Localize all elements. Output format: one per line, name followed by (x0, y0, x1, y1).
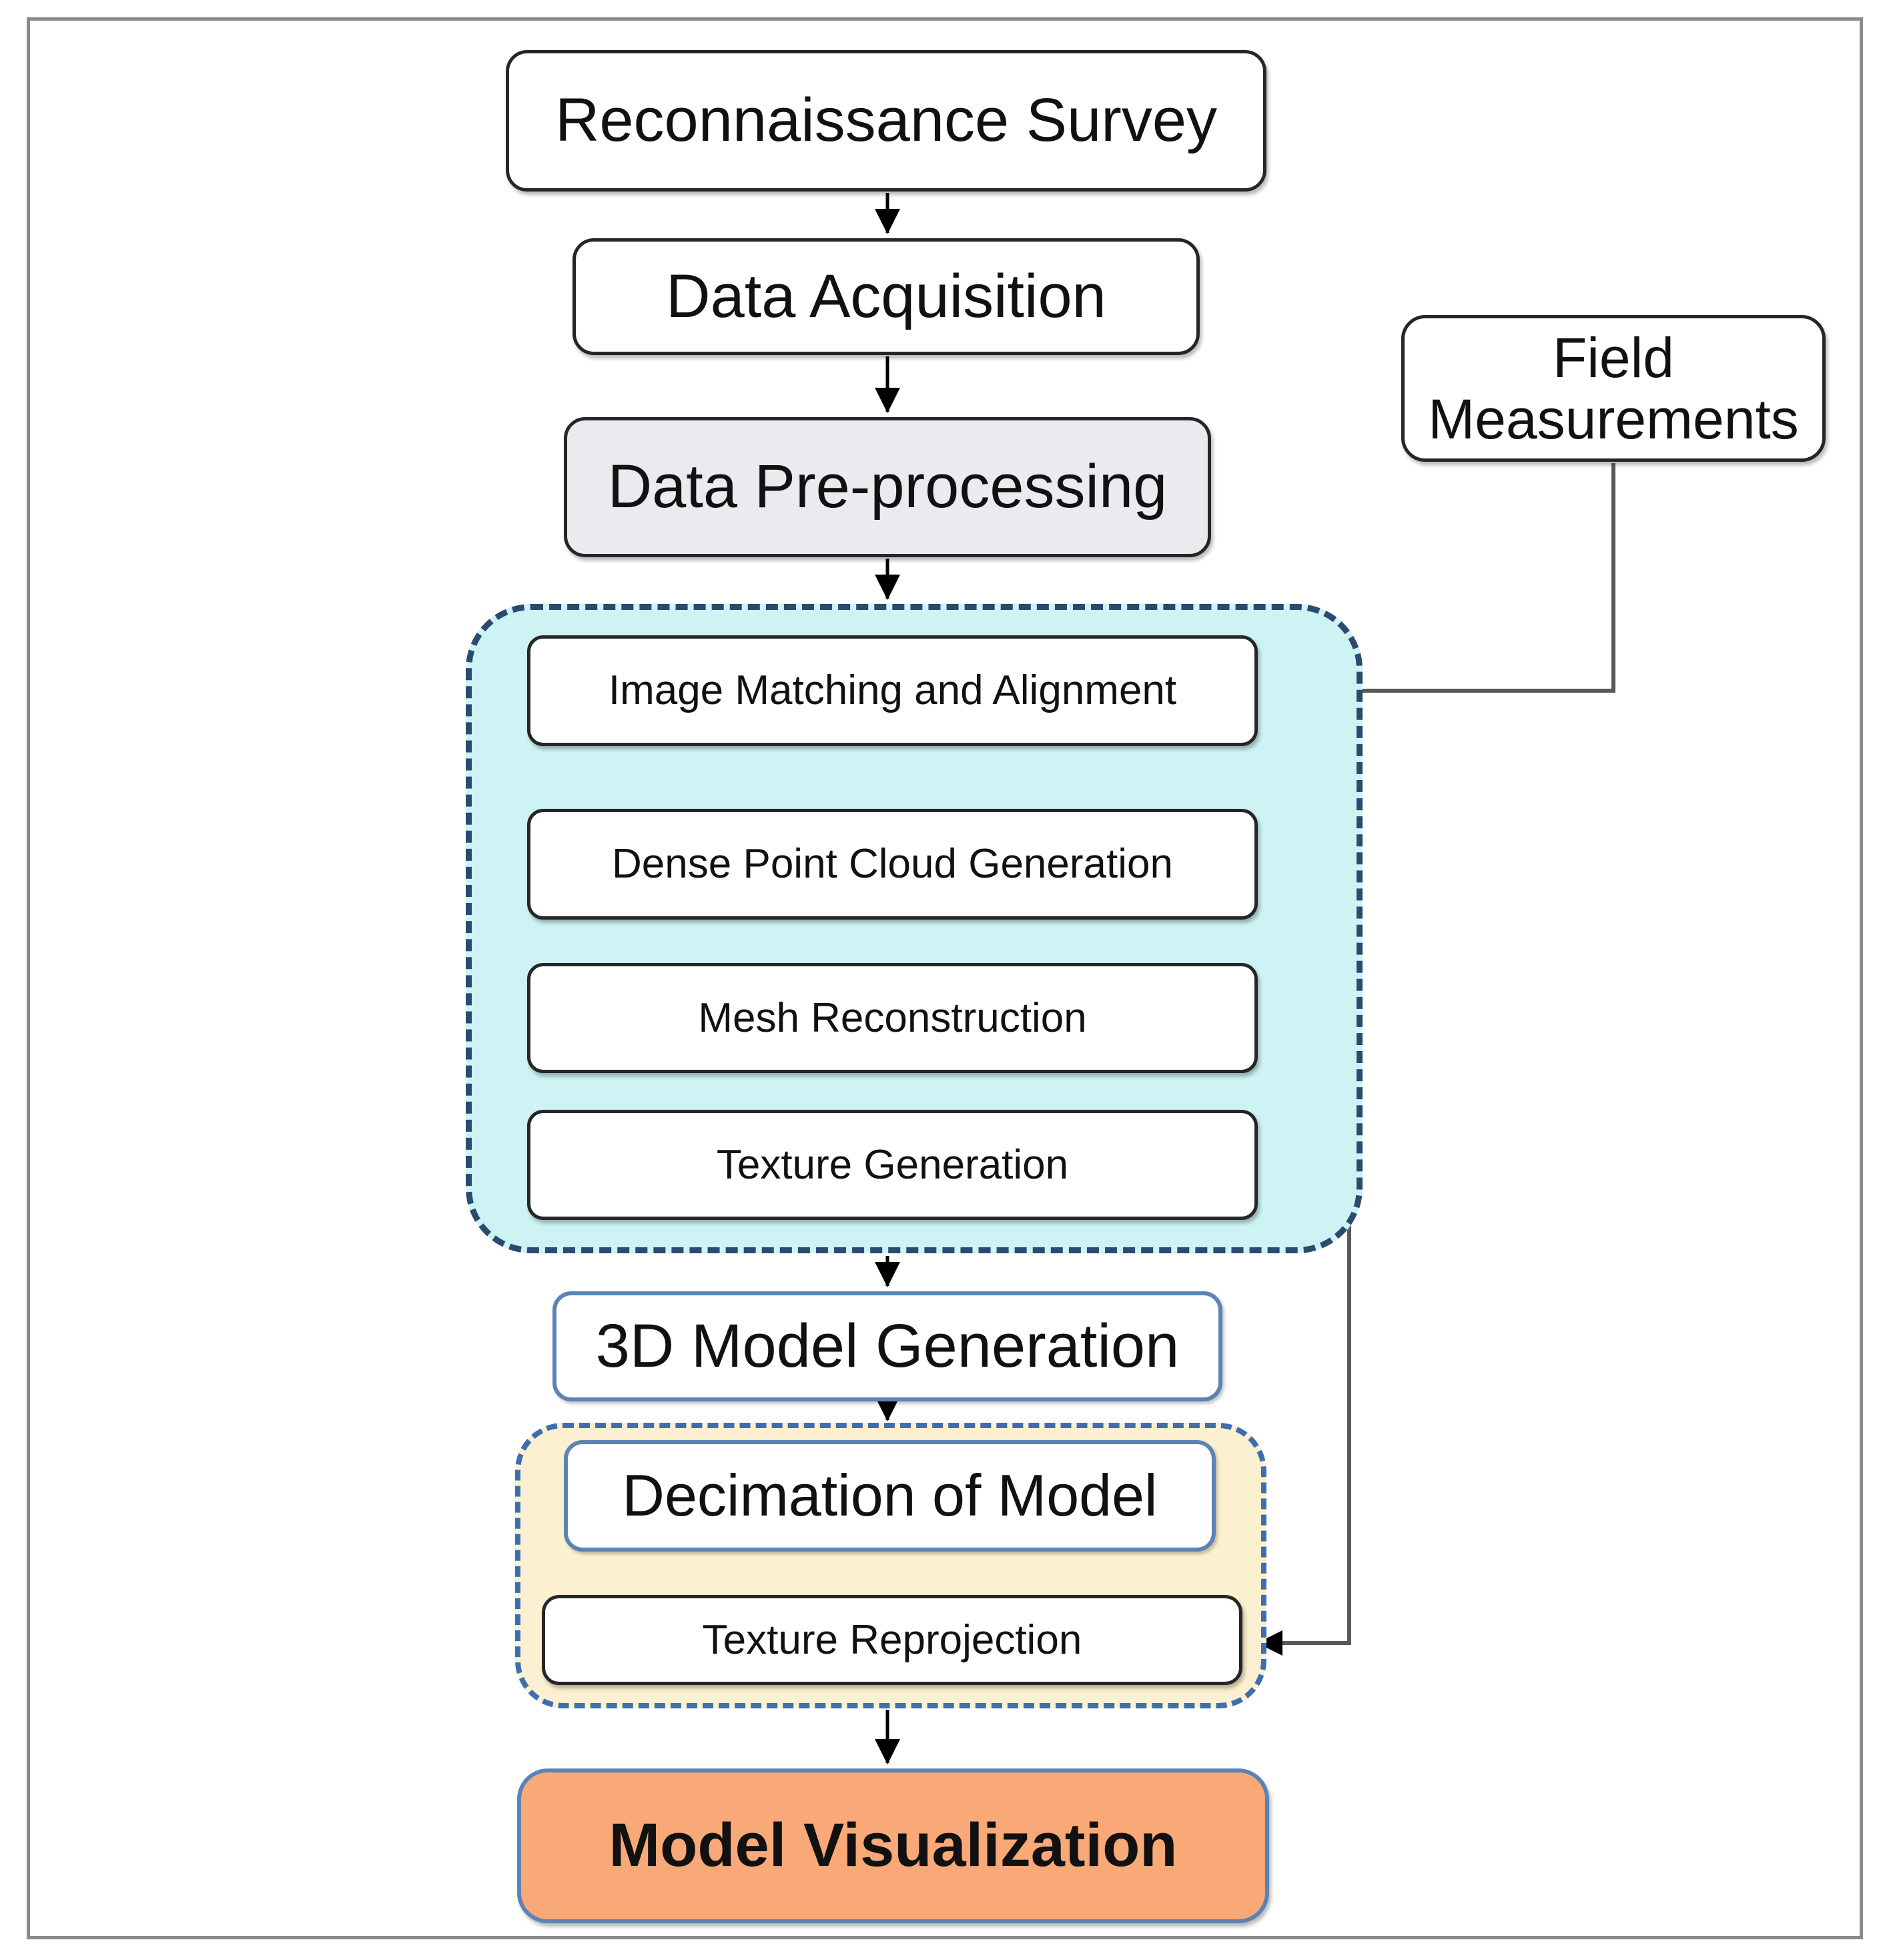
node-mesh-reconstruction: Mesh Reconstruction (527, 963, 1258, 1073)
node-texture-reprojection: Texture Reprojection (542, 1595, 1242, 1685)
node-reconnaissance-survey: Reconnaissance Survey (506, 50, 1266, 192)
connector-texture-elbow-to-texturereprojection (1257, 1165, 1351, 1656)
node-data-acquisition: Data Acquisition (573, 238, 1200, 355)
connector-fieldmeasurements-to-imagematching (1266, 463, 1615, 703)
node-data-preprocessing: Data Pre-processing (564, 417, 1211, 557)
node-decimation-of-model: Decimation of Model (564, 1440, 1216, 1552)
node-image-matching-alignment: Image Matching and Alignment (527, 635, 1258, 746)
node-dense-point-cloud-generation: Dense Point Cloud Generation (527, 809, 1258, 920)
node-model-visualization: Model Visualization (517, 1768, 1269, 1923)
node-field-measurements: Field Measurements (1401, 315, 1826, 462)
diagram-border-frame (27, 17, 1863, 1939)
node-3d-model-generation: 3D Model Generation (552, 1291, 1222, 1401)
node-texture-generation: Texture Generation (527, 1110, 1258, 1220)
